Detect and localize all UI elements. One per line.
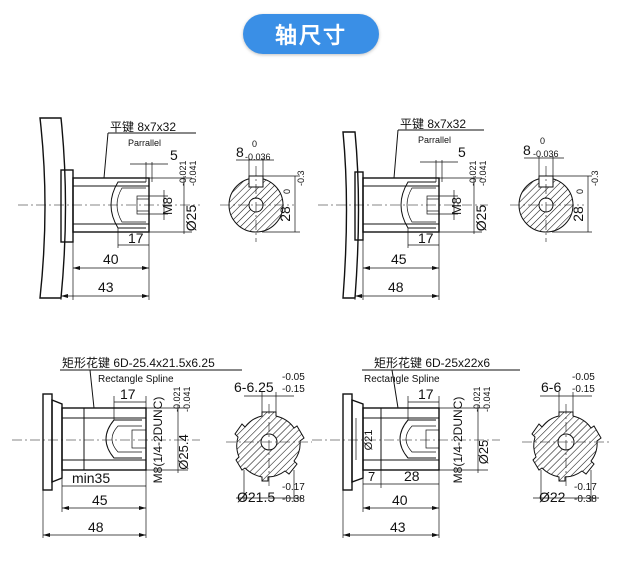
drawing-spline-shaft-1: 矩形花键 6D-25.4x21.5x6.25 Rectangle Spline … [12, 355, 242, 538]
section-minor-diameter: Ø21.5 [237, 489, 275, 505]
section-spline-2: 6-6 -0.05 -0.15 Ø22 -0.17 -0.38 [522, 372, 610, 505]
key-label: 平键 8x7x32 [400, 117, 466, 131]
dia-tol-lower: -0.041 [182, 386, 192, 412]
spline-groove [399, 419, 436, 459]
dim-total-length: 48 [88, 519, 104, 535]
shaft-collar [60, 169, 74, 243]
section-minor-diameter-lower: -0.38 [282, 494, 305, 505]
dim-total-length: 43 [390, 519, 406, 535]
thread-size: M8(1/4-2DUNC) [451, 397, 465, 484]
flange [342, 131, 360, 299]
shaft-collar [51, 398, 63, 484]
thread-size: M8 [449, 197, 464, 215]
shaft-diameter: Ø25.4 [176, 434, 191, 469]
section-key-width-upper: 0 [540, 136, 545, 146]
dia-tol-lower: -0.041 [188, 160, 198, 186]
spline-label: 矩形花键 6D-25x22x6 [374, 355, 490, 370]
dim-spline-length: 17 [418, 386, 434, 402]
thread-hole [425, 429, 440, 449]
section-key-width: 8 [523, 142, 531, 158]
dim-min-length: min35 [72, 470, 110, 486]
flange [42, 393, 53, 491]
section-spline-width-upper: -0.05 [282, 372, 305, 383]
spline-label: 矩形花键 6D-25.4x21.5x6.25 [62, 355, 215, 370]
section-spline-width-upper: -0.05 [572, 372, 595, 383]
section-minor-diameter-lower: -0.38 [574, 494, 597, 505]
dia-tol-lower: -0.041 [478, 160, 488, 186]
section-key-width-lower: -0.036 [533, 149, 559, 159]
section-minor-diameter-upper: -0.17 [574, 482, 597, 493]
title-badge: 轴尺寸 [243, 14, 379, 54]
dim-total-length: 48 [388, 279, 404, 295]
key-width: 5 [458, 144, 466, 160]
spline-groove [105, 419, 142, 459]
inner-diameter: Ø21 [363, 430, 375, 451]
dim-shaft-length: 40 [392, 492, 408, 508]
dia-tol-upper: -0.021 [468, 160, 478, 186]
section-key-width-upper: 0 [252, 139, 257, 149]
dim-spline-length: 17 [120, 386, 136, 402]
shaft-diameter: Ø25 [183, 205, 199, 232]
drawing-spline-shaft-2: 矩形花键 6D-25x22x6 Rectangle Spline 17 M8(1… [312, 355, 520, 538]
section-spline-width-lower: -0.15 [572, 384, 595, 395]
keyway [400, 181, 436, 229]
thread-size: M8(1/4-2DUNC) [151, 397, 165, 484]
section-key-width: 8 [236, 144, 244, 160]
section-minor-diameter: Ø22 [539, 489, 566, 505]
key-width: 5 [170, 147, 178, 163]
dim-shaft-length: 45 [391, 251, 407, 267]
section-height-upper: 0 [282, 189, 292, 194]
section-height-lower: -0.3 [296, 170, 306, 186]
dia-tol-upper: -0.021 [172, 386, 182, 412]
section-spline-width-lower: -0.15 [282, 384, 305, 395]
dia-tol-lower: -0.041 [482, 386, 492, 412]
section-spline-1: 6-6.25 -0.05 -0.15 Ø21.5 -0.17 -0.38 [226, 372, 312, 505]
dim-total-length: 43 [98, 279, 114, 295]
section-spline-width: 6-6.25 [234, 379, 274, 395]
thread-size: M8 [160, 197, 175, 215]
key-sub-label: Parrallel [418, 135, 451, 145]
drawing-keyed-shaft-2: 平键 8x7x32 Parrallel 5 M8 Ø25 -0.021 -0.0… [318, 117, 489, 300]
spline-sub-label: Rectangle Spline [364, 374, 440, 385]
dim-keyway-length: 17 [418, 230, 434, 246]
shaft-diameter: Ø25 [476, 440, 491, 465]
section-keyed-2: 8 0 -0.036 28 0 -0.3 [510, 136, 600, 242]
drawing-keyed-shaft-1: 平键 8x7x32 Parrallel 5 M8 Ø25 -0.021 -0.0… [18, 117, 200, 300]
section-key-width-lower: -0.036 [245, 152, 271, 162]
section-minor-diameter-upper: -0.17 [282, 482, 305, 493]
dim-shaft-length: 45 [92, 492, 108, 508]
flange [342, 393, 353, 491]
section-spline-width: 6-6 [541, 379, 561, 395]
dia-tol-upper: -0.021 [472, 386, 482, 412]
dim-shaft-length: 40 [103, 251, 119, 267]
spline-sub-label: Rectangle Spline [98, 374, 174, 385]
thread-hole [131, 429, 147, 449]
key-label: 平键 8x7x32 [110, 120, 176, 134]
shaft-diameter: Ø25 [473, 205, 489, 232]
dim-collar-length: 7 [368, 469, 375, 484]
dim-mid-length: 28 [404, 468, 420, 484]
dim-keyway-length: 17 [128, 230, 144, 246]
section-height-upper: 0 [575, 189, 585, 194]
section-height: 28 [570, 206, 586, 222]
section-keyed-1: 8 0 -0.036 28 0 -0.3 [220, 139, 306, 242]
section-height-lower: -0.3 [590, 170, 600, 186]
key-sub-label: Parrallel [128, 138, 161, 148]
dia-tol-upper: -0.021 [178, 160, 188, 186]
shaft-body [61, 407, 147, 471]
section-height: 28 [277, 206, 293, 222]
page-title: 轴尺寸 [274, 24, 347, 49]
shaft-collar [351, 399, 364, 483]
